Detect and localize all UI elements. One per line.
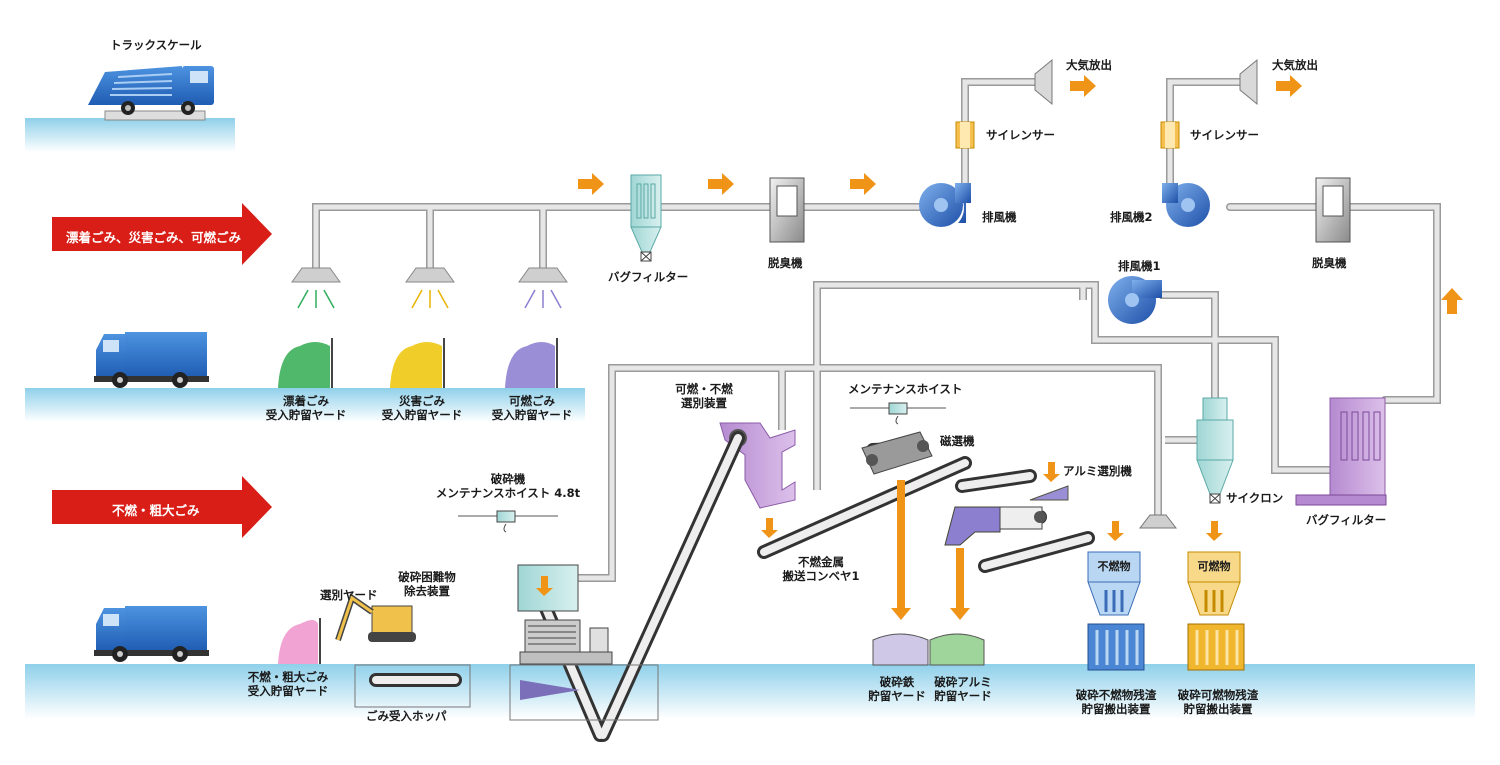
pile-drift	[278, 342, 330, 388]
inflow-arrow-combustible	[52, 203, 272, 265]
label-bag-filter-right: バグフィルター	[1306, 513, 1387, 527]
label-bag-filter-top: バグフィルター	[608, 270, 689, 284]
pile-noncomb	[278, 620, 318, 664]
ground-bottom	[25, 664, 1475, 719]
label-yard-drift: 漂着ごみ受入貯留ヤード	[265, 394, 347, 422]
exhaust-fan-1	[1108, 276, 1162, 324]
hood-cyclone	[1138, 514, 1178, 529]
exhaust-fan-2	[1162, 183, 1210, 227]
label-sort-yard: 選別ヤード	[320, 588, 378, 602]
label-crusher-hoist: 破砕機メンテナンスホイスト 4.8t	[435, 472, 581, 500]
label-deodorizer-right: 脱臭機	[1312, 256, 1347, 270]
alu-yard-pile	[929, 633, 985, 666]
upper-duct	[312, 78, 1441, 404]
label-cyclone: サイクロン	[1226, 491, 1284, 505]
flow-arrow-up	[1441, 288, 1463, 314]
truck-scale-truck	[88, 66, 214, 121]
alu-separator	[944, 506, 1046, 546]
ground-truck-scale	[25, 118, 235, 152]
pile-combustible	[505, 342, 555, 388]
label-truck-scale: トラックスケール	[110, 38, 202, 52]
hood-3	[518, 267, 568, 283]
label-yard-disaster: 災害ごみ受入貯留ヤード	[381, 394, 463, 422]
lower-duct	[578, 281, 1330, 582]
silencer-1	[955, 121, 975, 149]
inflow-arrow-noncombustible	[52, 476, 272, 538]
flow-arrow-1	[578, 173, 604, 195]
label-exhaust-fan: 排風機	[982, 210, 1017, 224]
deodorizer-top	[769, 177, 805, 243]
label-exhaust-fan-1: 排風機1	[1118, 259, 1161, 273]
label-bin-noncomb: 不燃物	[1097, 560, 1131, 573]
hood-flow-lines	[297, 289, 562, 309]
orange-down-arrows	[536, 462, 1223, 620]
label-comb-residue: 破砕可燃物残渣貯留搬出装置	[1177, 688, 1259, 716]
label-atmosphere-2: 大気放出	[1272, 58, 1318, 72]
deodorizer-right	[1315, 177, 1351, 243]
label-bin-comb: 可燃物	[1197, 560, 1231, 573]
hoist-maint	[850, 402, 946, 425]
crusher-pit	[509, 664, 659, 721]
label-noncomb-yard: 不燃・粗大ごみ受入貯留ヤード	[247, 670, 329, 698]
label-exhaust-fan-2: 排風機2	[1110, 210, 1153, 224]
bag-filter-top	[630, 174, 662, 262]
label-silencer-2: サイレンサー	[1190, 128, 1259, 142]
label-noncomb-residue: 破砕不燃物残渣貯留搬出装置	[1075, 688, 1157, 716]
label-difficult-removal: 破砕困難物除去装置	[398, 570, 456, 598]
label-inflow-combustible: 漂着ごみ、災害ごみ、可燃ごみ	[66, 230, 242, 245]
exhaust-fan	[919, 183, 971, 227]
hood-1	[291, 267, 341, 283]
ground-mid	[25, 388, 585, 422]
label-yard-combustible: 可燃ごみ受入貯留ヤード	[491, 394, 573, 422]
flow-arrow-5	[1276, 75, 1302, 97]
label-iron-yard: 破砕鉄貯留ヤード	[868, 675, 926, 703]
alu-chute	[1029, 485, 1069, 501]
excavator	[335, 593, 416, 642]
label-magnetic-sep: 磁選機	[940, 434, 975, 448]
label-hopper: ごみ受入ホッパ	[366, 709, 447, 723]
iron-yard-pile	[872, 633, 929, 666]
outlet-2	[1239, 58, 1258, 106]
flow-arrow-2	[708, 173, 734, 195]
label-alu-sep: アルミ選別機	[1063, 464, 1132, 478]
hood-2	[405, 267, 455, 283]
label-deodorizer-top: 脱臭機	[768, 256, 803, 270]
truck-bottom	[94, 606, 209, 662]
label-sorter: 可燃・不燃選別装置	[675, 382, 733, 410]
label-maint-hoist: メンテナンスホイスト	[848, 382, 963, 396]
label-metal-conveyor: 不燃金属搬送コンベヤ1	[782, 555, 860, 583]
bin-noncomb	[1087, 551, 1145, 671]
hoist-crusher	[458, 510, 558, 533]
label-alu-yard: 破砕アルミ貯留ヤード	[934, 675, 992, 703]
pit-chute	[520, 680, 580, 700]
hopper-pit	[354, 664, 471, 708]
bag-filter-right	[1295, 397, 1387, 506]
bin-comb	[1187, 551, 1245, 671]
truck-mid	[94, 332, 209, 388]
magnetic-separator	[861, 431, 933, 475]
label-atmosphere-1: 大気放出	[1066, 58, 1112, 72]
flow-arrow-3	[850, 173, 876, 195]
label-silencer-1: サイレンサー	[986, 128, 1055, 142]
silencer-2	[1160, 121, 1180, 149]
cyclone	[1196, 397, 1234, 504]
flow-arrow-4	[1070, 75, 1096, 97]
outlet-1	[1034, 58, 1053, 106]
label-inflow-noncombustible: 不燃・粗大ごみ	[112, 503, 200, 518]
pile-disaster	[390, 342, 442, 388]
